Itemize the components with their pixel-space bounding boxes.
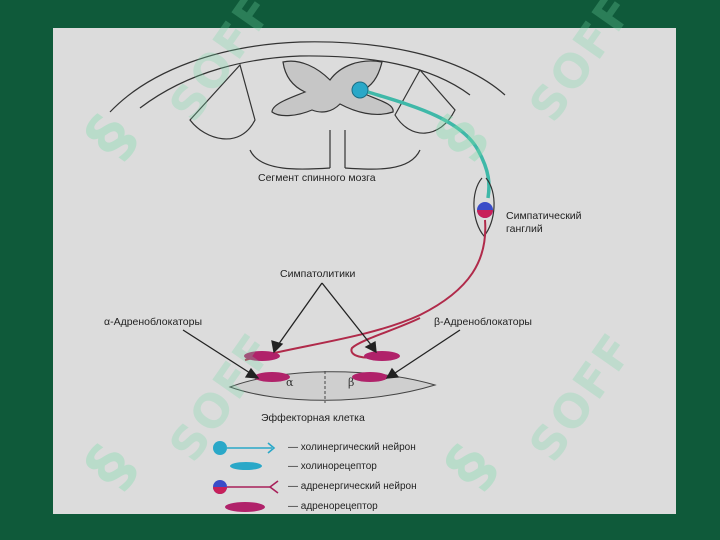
postganglionic-fiber <box>244 219 487 361</box>
receptor-beta <box>352 372 388 382</box>
legend-text-cholinoreceptor: — холинорецептор <box>288 461 377 472</box>
cord-neuron-body <box>351 81 369 99</box>
grey-matter <box>271 60 394 117</box>
legend-text-adrenergic-neuron: — адренергический нейрон <box>288 481 417 492</box>
legend-text-adrenoreceptor: — адренорецептор <box>288 501 378 512</box>
ganglion-label-line2: ганглий <box>506 223 543 235</box>
effector-cell-label: Эффекторная клетка <box>261 412 365 424</box>
receptor-alpha <box>254 372 290 382</box>
beta-receptor-symbol: β <box>348 376 355 389</box>
legend-text-cholinergic-neuron: — холинергический нейрон <box>288 442 416 453</box>
legend-cholinergic-neuron-icon <box>213 441 276 455</box>
receptor-beta-presynaptic <box>364 351 400 361</box>
alpha-blockers-label: α-Адреноблокаторы <box>104 316 202 328</box>
drug-action-arrows <box>182 282 461 379</box>
sympatholytics-label: Симпатолитики <box>280 268 356 280</box>
spinal-cord-segment <box>109 41 506 170</box>
alpha-receptor-symbol: α <box>286 376 294 389</box>
spinal-segment-label: Сегмент спинного мозга <box>258 172 376 184</box>
legend-adrenoreceptor-icon <box>225 502 265 512</box>
beta-blockers-label: β-Адреноблокаторы <box>434 316 532 328</box>
ganglion-label-line1: Симпатический <box>506 210 582 222</box>
receptor-alpha-presynaptic <box>244 351 280 361</box>
legend-cholinoreceptor-icon <box>230 462 262 470</box>
legend-adrenergic-neuron-icon <box>213 480 279 494</box>
